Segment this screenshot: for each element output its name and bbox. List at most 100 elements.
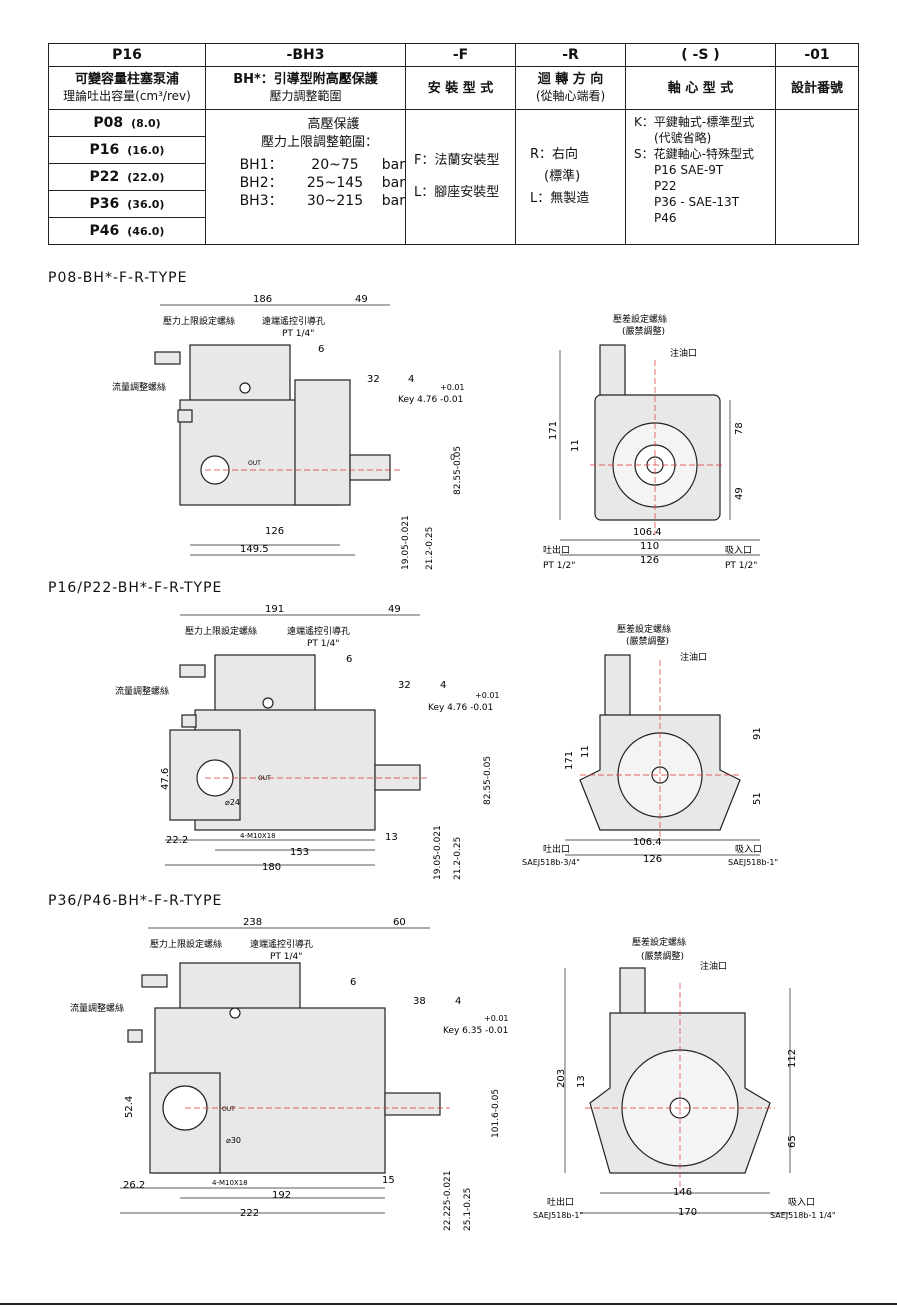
dim: 4 — [440, 680, 446, 691]
dim: 60 — [393, 917, 406, 928]
pressure-screw — [154, 351, 181, 365]
dim: 15 — [382, 1175, 395, 1186]
dim: 91 — [752, 727, 763, 740]
hdr-design: -01 — [775, 43, 859, 67]
dim: 6 — [350, 977, 356, 988]
mount-cell: F：法蘭安裝型 L：腳座安裝型 — [405, 109, 516, 245]
label: 注油口 — [680, 651, 707, 663]
dim: 149.5 — [240, 544, 269, 555]
label: 遠端遙控引導孔 — [287, 625, 350, 637]
dim: +0.01 — [475, 691, 500, 700]
dim: 13 — [576, 1075, 587, 1088]
dim: 32 — [367, 374, 380, 385]
label: 流量調整螺絲 — [112, 381, 166, 393]
label: 壓差設定螺絲 — [617, 623, 671, 635]
label: PT 1/4" — [282, 329, 314, 339]
hdr-rotation: -R — [515, 43, 626, 67]
label: 吸入口 — [735, 844, 762, 855]
dim: 110 — [640, 541, 659, 552]
sub-shaft: 軸 心 型 式 — [625, 66, 776, 110]
section-title-p36: P36/P46-BH*-F-R-TYPE — [48, 893, 223, 909]
dim: 19.05-0.021 — [401, 515, 411, 570]
dim: 171 — [564, 751, 575, 770]
label: OUT — [222, 1106, 235, 1113]
dim: 146 — [673, 1187, 692, 1198]
dim: 170 — [678, 1207, 697, 1218]
drawing-p16: 191 49 6 32 4 +0.01 Key 4.76 -0.01 47.6 … — [115, 604, 778, 880]
label: SAEJ518b-1" — [728, 858, 778, 867]
dim: 192 — [272, 1190, 291, 1201]
rotation-cell: R：右向 (標準) L：無製造 — [515, 109, 626, 245]
label: 吐出口 — [543, 843, 570, 855]
pilot-port — [229, 1007, 241, 1019]
dim: 203 — [556, 1069, 567, 1088]
dim: 222 — [240, 1208, 259, 1219]
dim: 51 — [752, 792, 763, 805]
dim: 25.1-0.25 — [463, 1188, 473, 1231]
label: (嚴禁調整) — [626, 635, 669, 647]
sub-design: 設計番號 — [775, 66, 859, 110]
dim: 6 — [346, 654, 352, 665]
shaft — [374, 764, 421, 791]
label: 壓差設定螺絲 — [613, 313, 667, 325]
dim: 52.4 — [124, 1096, 135, 1118]
model-row: P08(8.0) — [49, 110, 205, 137]
dim: 32 — [398, 680, 411, 691]
dim: 21.2-0.25 — [425, 527, 435, 570]
footer-line — [0, 1303, 897, 1305]
hdr-shaft: ( -S ) — [625, 43, 776, 67]
label: 壓差設定螺絲 — [632, 936, 686, 948]
model-row: P46(46.0) — [89, 223, 165, 239]
dim: 26.2 — [123, 1180, 145, 1191]
label: SAEJ518b-1" — [533, 1211, 583, 1220]
section-title-p16: P16/P22-BH*-F-R-TYPE — [48, 580, 223, 596]
flow-screw — [177, 409, 193, 423]
dim: 171 — [548, 421, 559, 440]
dim: 191 — [265, 604, 284, 615]
label: 壓力上限設定螺絲 — [163, 315, 235, 327]
design-cell — [775, 109, 859, 245]
hdr-bh: -BH3 — [205, 43, 406, 67]
label: 4-M10X18 — [212, 1179, 248, 1187]
flow-screw — [181, 714, 197, 728]
label: 壓力上限設定螺絲 — [185, 625, 257, 637]
dim: 238 — [243, 917, 262, 928]
label: 流量調整螺絲 — [115, 685, 169, 697]
dim: +0.01 — [484, 1014, 509, 1023]
pump-housing — [294, 379, 351, 506]
dim: +0.01 — [440, 383, 465, 392]
dim: 19.05-0.021 — [433, 825, 443, 880]
label: OUT — [248, 460, 261, 467]
dim: 153 — [290, 847, 309, 858]
dim: 106.4 — [633, 837, 662, 848]
dim: 126 — [265, 526, 284, 537]
dim: Key 6.35 -0.01 — [443, 1026, 508, 1036]
label: (嚴禁調整) — [622, 325, 665, 337]
dim: 126 — [640, 555, 659, 566]
pilot-port — [262, 697, 274, 709]
label: PT 1/2" — [543, 561, 575, 571]
dim: 49 — [388, 604, 401, 615]
model-list-cell: P08(8.0) P16(16.0) P22(22.0) P36(36.0) P… — [48, 109, 206, 245]
dim: 65 — [787, 1135, 798, 1148]
hdr-model: P16 — [48, 43, 206, 67]
label: SAEJ518b-3/4" — [522, 858, 580, 867]
label: 壓力上限設定螺絲 — [150, 938, 222, 950]
dim: 47.6 — [160, 768, 171, 790]
pressure-screw — [179, 664, 206, 678]
dim: 4 — [455, 996, 461, 1007]
pilot-port — [239, 382, 251, 394]
dim: 22.2 — [166, 835, 188, 846]
dim: 82.55-0.05 — [483, 756, 493, 805]
dim: 13 — [385, 832, 398, 843]
spec-table: P16 -BH3 -F -R ( -S ) -01 可變容量柱塞泵浦 理論吐出容… — [48, 43, 859, 245]
sub-bh: BH*：引導型附高壓保護 壓力調整範圍 — [205, 66, 406, 110]
dim: 180 — [262, 862, 281, 873]
label: ⌀30 — [226, 1136, 241, 1145]
sub-mount: 安 裝 型 式 — [405, 66, 516, 110]
model-row: P22(22.0) — [49, 164, 205, 191]
dim: Key 4.76 -0.01 — [398, 395, 463, 405]
dim: 106.4 — [633, 527, 662, 538]
